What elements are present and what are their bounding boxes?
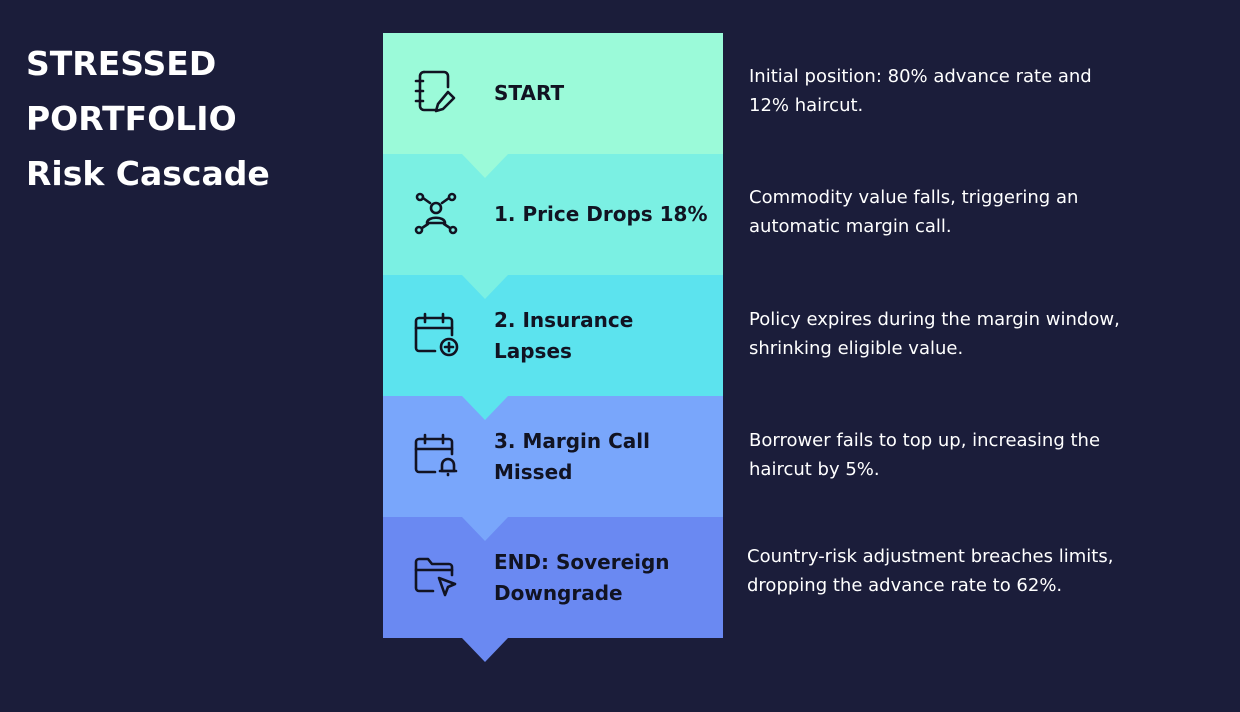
step-margin-call-missed: 3. Margin Call Missed: [383, 396, 723, 541]
step-label: 3. Margin Call Missed: [494, 428, 650, 484]
step-insurance-lapses: 2. Insurance Lapses: [383, 275, 723, 420]
title-line-2: PORTFOLIO: [26, 99, 237, 138]
user-network-icon: [411, 188, 461, 238]
arrow-notch: [462, 517, 508, 541]
notebook-pen-icon: [411, 67, 461, 117]
diagram-title: STRESSED PORTFOLIO Risk Cascade: [26, 36, 270, 201]
arrow-notch: [462, 154, 508, 178]
title-line-3: Risk Cascade: [26, 154, 270, 193]
arrow-notch: [462, 396, 508, 420]
cascade-flow: START 1. Price Drops 18%: [383, 33, 723, 662]
step-start: START: [383, 33, 723, 178]
step-description-sovereign-downgrade: Country-risk adjustment breaches limits,…: [747, 546, 1114, 596]
title-line-1: STRESSED: [26, 44, 217, 83]
step-description-start: Initial position: 80% advance rate and 1…: [749, 66, 1092, 116]
step-label: 2. Insurance Lapses: [494, 307, 634, 363]
calendar-bell-icon: [411, 430, 461, 480]
step-label: START: [494, 81, 565, 105]
step-sovereign-downgrade: END: Sovereign Downgrade: [383, 517, 723, 662]
step-description-margin-call-missed: Borrower fails to top up, increasing the…: [749, 430, 1101, 480]
step-label: 1. Price Drops 18%: [494, 202, 708, 226]
arrow-notch: [462, 638, 508, 662]
step-description-insurance-lapses: Policy expires during the margin window,…: [749, 309, 1120, 359]
step-label: END: Sovereign Downgrade: [494, 549, 670, 605]
step-price-drops: 1. Price Drops 18%: [383, 154, 723, 299]
calendar-plus-icon: [411, 309, 461, 359]
arrow-notch: [462, 275, 508, 299]
folder-cursor-icon: [411, 551, 461, 601]
step-description-price-drops: Commodity value falls, triggering an aut…: [749, 187, 1079, 237]
